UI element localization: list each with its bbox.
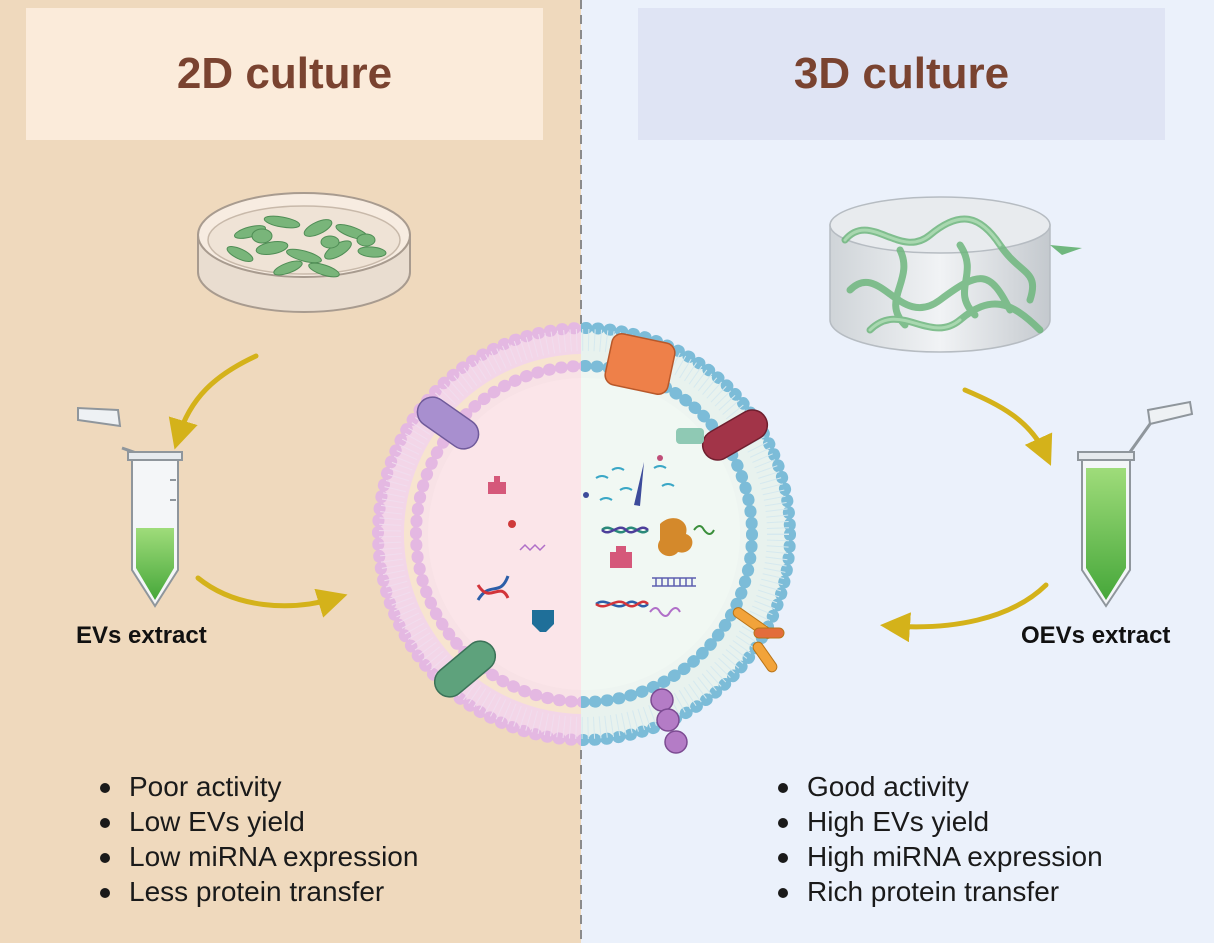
tube-icon-left <box>77 406 183 608</box>
extract-label-right: OEVs extract <box>1021 622 1171 649</box>
list-item: Good activity <box>773 769 1103 804</box>
list-item: Poor activity <box>95 769 418 804</box>
tube-icon-right <box>1077 400 1194 608</box>
arrows <box>168 353 1053 643</box>
membrane-proteins-right <box>604 333 785 754</box>
list-item: High miRNA expression <box>773 839 1103 874</box>
title-box-3d: 3D culture <box>638 8 1165 140</box>
membrane-proteins-left <box>416 396 497 698</box>
vesicle-cargo-right <box>583 455 715 617</box>
extract-label-left: EVs extract <box>76 622 207 649</box>
list-item: Low EVs yield <box>95 804 418 839</box>
list-item: Rich protein transfer <box>773 874 1103 909</box>
petri-dish-icon <box>197 192 411 313</box>
title-3d-culture: 3D culture <box>793 49 1010 98</box>
arrow-dish-to-tube <box>168 353 259 450</box>
title-box-2d: 2D culture <box>26 8 543 140</box>
vesicle-cargo-left <box>476 476 554 632</box>
bullet-list-2d: Poor activity Low EVs yield Low miRNA ex… <box>95 769 418 909</box>
list-item: Less protein transfer <box>95 874 418 909</box>
hydrogel-scaffold-icon <box>829 196 1082 353</box>
list-item: High EVs yield <box>773 804 1103 839</box>
arrow-tube-to-vesicle-left <box>195 575 348 618</box>
bullet-list-3d: Good activity High EVs yield High miRNA … <box>773 769 1103 909</box>
title-2d-culture: 2D culture <box>176 49 393 98</box>
arrow-tube-to-vesicle-right <box>880 582 1049 643</box>
list-item: Low miRNA expression <box>95 839 418 874</box>
arrow-scaffold-to-tube <box>962 387 1053 466</box>
